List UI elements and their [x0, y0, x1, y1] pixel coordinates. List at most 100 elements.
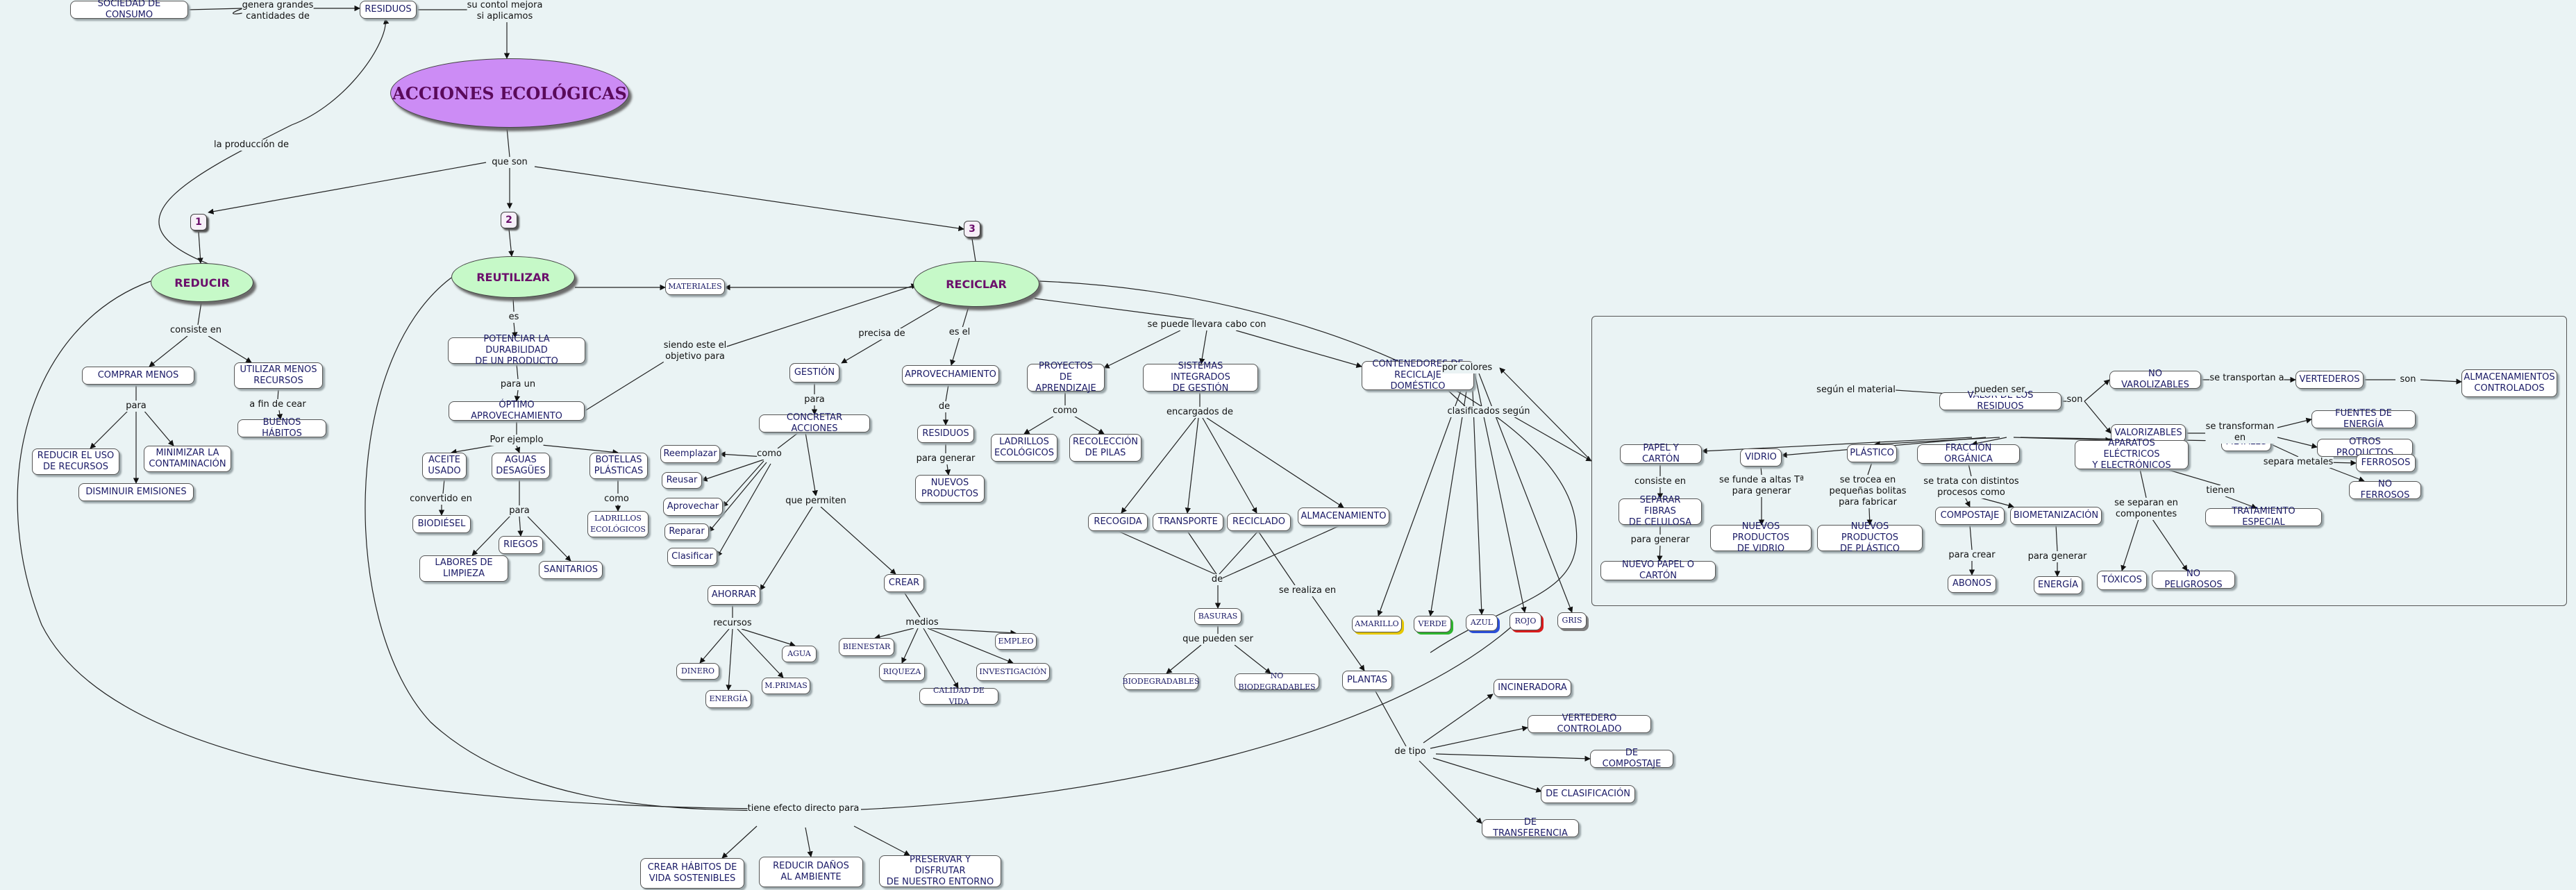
node-valorizables[interactable]: VALORIZABLES [2111, 424, 2186, 442]
node-aprovechar[interactable]: Aprovechar [663, 498, 723, 516]
node-aguas[interactable]: AGUAS DESAGÜES [492, 453, 550, 479]
node-transporte[interactable]: TRANSPORTE [1153, 513, 1223, 531]
connector [1072, 414, 1105, 435]
node-vidrio[interactable]: VIDRIO [1740, 448, 1782, 467]
node-almacenamientos[interactable]: ALMACENAMIENTOS CONTROLADOS [2461, 369, 2557, 397]
node-reusar[interactable]: Reusar [662, 472, 702, 489]
node-buenos-habitos[interactable]: BUENOS HÁBITOS [237, 417, 326, 439]
node-toxicos[interactable]: TÓXICOS [2097, 571, 2147, 590]
node-nuevos-vidrio[interactable]: NUEVOS PRODUCTOS DE VIDRIO [1710, 521, 1812, 554]
node-ladrillos-eco[interactable]: LADRILLOS ECOLÓGICOS [991, 434, 1057, 462]
node-gestion[interactable]: GESTIÓN [789, 363, 839, 383]
node-recoleccion[interactable]: RECOLECCIÓN DE PILAS [1069, 434, 1141, 462]
node-proyectos[interactable]: PROYECTOS DE APRENDIZAJE [1027, 361, 1105, 394]
node-azul[interactable]: AZUL [1466, 614, 1498, 631]
node-ferrosos[interactable]: FERROSOS [2356, 454, 2416, 472]
node-potenciar[interactable]: POTENCIAR LA DURABILIDAD DE UN PRODUCTO [448, 334, 585, 367]
node-basuras[interactable]: BASURAS [1194, 608, 1241, 625]
node-optimo[interactable]: ÓPTIMO APROVECHAMIENTO [449, 400, 585, 421]
node-recogida[interactable]: RECOGIDA [1088, 513, 1148, 531]
node-energia[interactable]: ENERGÍA [2034, 576, 2082, 594]
node-plastico[interactable]: PLÁSTICO [1847, 444, 1897, 462]
node-preservar[interactable]: PRESERVAR Y DISFRUTAR DE NUESTRO ENTORNO [879, 855, 1001, 887]
node-residuos-mid[interactable]: RESIDUOS [917, 425, 974, 443]
node-amarillo[interactable]: AMARILLO [1352, 616, 1402, 632]
node-utilizar-menos[interactable]: UTILIZAR MENOS RECURSOS [234, 362, 323, 389]
node-de-clasificacion[interactable]: DE CLASIFICACIÓN [1541, 785, 1635, 803]
node-labores[interactable]: LABORES DE LIMPIEZA [419, 555, 508, 582]
connector [853, 825, 910, 856]
node-tratamiento[interactable]: TRATAMIENTO ESPECIAL [2205, 506, 2322, 528]
node-disminuir[interactable]: DISMINUIR EMISIONES [78, 483, 194, 501]
node-reducir[interactable]: REDUCIR [151, 263, 253, 302]
node-gris[interactable]: GRIS [1557, 612, 1587, 629]
node-incineradora[interactable]: INCINERADORA [1494, 679, 1571, 697]
node-biodiesel[interactable]: BIODIÉSEL [412, 515, 471, 533]
connector [517, 516, 524, 537]
node-rojo[interactable]: ROJO [1509, 612, 1541, 630]
node-botellas[interactable]: BOTELLAS PLÁSTICAS [589, 453, 648, 479]
node-sociedad[interactable]: SOCIEDAD DE CONSUMO [70, 0, 188, 20]
node-no-ferrosos[interactable]: NO FERROSOS [2349, 479, 2421, 501]
node-biodegradables[interactable]: BIODEGRADABLES [1122, 673, 1200, 690]
node-dinero[interactable]: DINERO [676, 663, 719, 680]
node-acciones-ecologicas[interactable]: ACCIONES ECOLÓGICAS [390, 58, 629, 128]
node-ahorrar[interactable]: AHORRAR [708, 585, 760, 605]
node-biometanizacion[interactable]: BIOMETANIZACIÓN [2010, 507, 2102, 525]
node-verde[interactable]: VERDE [1414, 616, 1451, 632]
node-reparar[interactable]: Reparar [664, 523, 709, 540]
node-agua[interactable]: AGUA [782, 646, 817, 662]
connector [741, 628, 796, 647]
node-energia-serif[interactable]: ENERGÍA [705, 690, 751, 708]
node-plantas[interactable]: PLANTAS [1342, 671, 1392, 690]
node-crear[interactable]: CREAR [884, 574, 924, 592]
node-reemplazar[interactable]: Reemplazar [660, 445, 720, 463]
label-son-b: son [2400, 374, 2416, 385]
node-de-transferencia[interactable]: DE TRANSFERENCIA [1482, 817, 1579, 839]
node-reutilizar[interactable]: REUTILIZAR [451, 256, 575, 298]
node-aparatos[interactable]: APARATOS ELÉCTRICOS Y ELECTRÓNICOS [2075, 438, 2189, 471]
node-crear-habitos[interactable]: CREAR HÁBITOS DE VIDA SOSTENIBLES [640, 858, 744, 889]
node-de-compostaje[interactable]: DE COMPOSTAJE [1590, 748, 1673, 769]
node-clasificar[interactable]: Clasificar [667, 548, 717, 566]
node-comprar-menos[interactable]: COMPRAR MENOS [82, 367, 194, 385]
node-fraccion[interactable]: FRACCIÓN ORGÁNICA [1917, 443, 2020, 464]
node-concretar[interactable]: CONCRETAR ACCIONES [759, 412, 870, 434]
node-reducir-danos[interactable]: REDUCIR DAÑOS AL AMBIENTE [759, 857, 863, 887]
node-reciclar[interactable]: RECICLAR [913, 261, 1039, 307]
node-materiales[interactable]: MATERIALES [665, 278, 725, 295]
node-papel[interactable]: PAPEL Y CARTÓN [1620, 443, 1702, 464]
node-bienestar[interactable]: BIENESTAR [839, 638, 894, 656]
node-separar-fibras[interactable]: SEPARAR FIBRAS DE CELULOSA [1619, 495, 1702, 528]
node-reducir-uso[interactable]: REDUCIR EL USO DE RECURSOS [32, 448, 119, 475]
node-nuevo-papel[interactable]: NUEVO PAPEL O CARTÓN [1600, 560, 1716, 581]
connector [722, 460, 764, 507]
node-abonos[interactable]: ABONOS [1948, 575, 1996, 593]
node-no-valorizables[interactable]: NO VAROLIZABLES [2109, 369, 2201, 390]
node-compostaje[interactable]: COMPOSTAJE [1935, 507, 2005, 525]
node-calidad[interactable]: CALIDAD DE VIDA [919, 686, 998, 706]
node-aprovechamiento[interactable]: APROVECHAMIENTO [902, 365, 999, 385]
node-riegos[interactable]: RIEGOS [499, 536, 543, 554]
node-nuevos-productos[interactable]: NUEVOS PRODUCTOS [915, 475, 985, 503]
node-sanitarios[interactable]: SANITARIOS [539, 561, 603, 579]
node-fuentes[interactable]: FUENTES DE ENERGÍA [2311, 408, 2416, 430]
node-minimizar[interactable]: MINIMIZAR LA CONTAMINACIÓN [144, 446, 231, 472]
node-residuos-top[interactable]: RESIDUOS [360, 1, 417, 19]
connector [1185, 417, 1199, 514]
node-no-peligrosos[interactable]: NO PELIGROSOS [2152, 569, 2235, 590]
node-nuevos-plastico[interactable]: NUEVOS PRODUCTOS DE PLÁSTICO [1817, 521, 1923, 554]
node-empleo[interactable]: EMPLEO [995, 633, 1037, 650]
node-mprimas[interactable]: M.PRIMAS [762, 678, 810, 694]
node-investigacion[interactable]: INVESTIGACIÓN [976, 663, 1050, 681]
node-vertedero-controlado[interactable]: VERTEDERO CONTROLADO [1528, 713, 1651, 734]
node-vertederos[interactable]: VERTEDEROS [2295, 371, 2364, 389]
node-reciclado[interactable]: RECICLADO [1227, 513, 1291, 531]
node-riqueza[interactable]: RIQUEZA [879, 663, 925, 681]
node-ladrillos-serif[interactable]: LADRILLOS ECOLÓGICOS [587, 511, 649, 537]
node-aceite[interactable]: ACEITE USADO [422, 453, 467, 479]
node-no-biodegradables[interactable]: NO BIODEGRADABLES [1235, 671, 1319, 691]
node-sistemas[interactable]: SISTEMAS INTEGRADOS DE GESTIÓN [1143, 361, 1258, 394]
node-almacenamiento[interactable]: ALMACENAMIENTO [1298, 507, 1389, 526]
connector [187, 8, 244, 10]
